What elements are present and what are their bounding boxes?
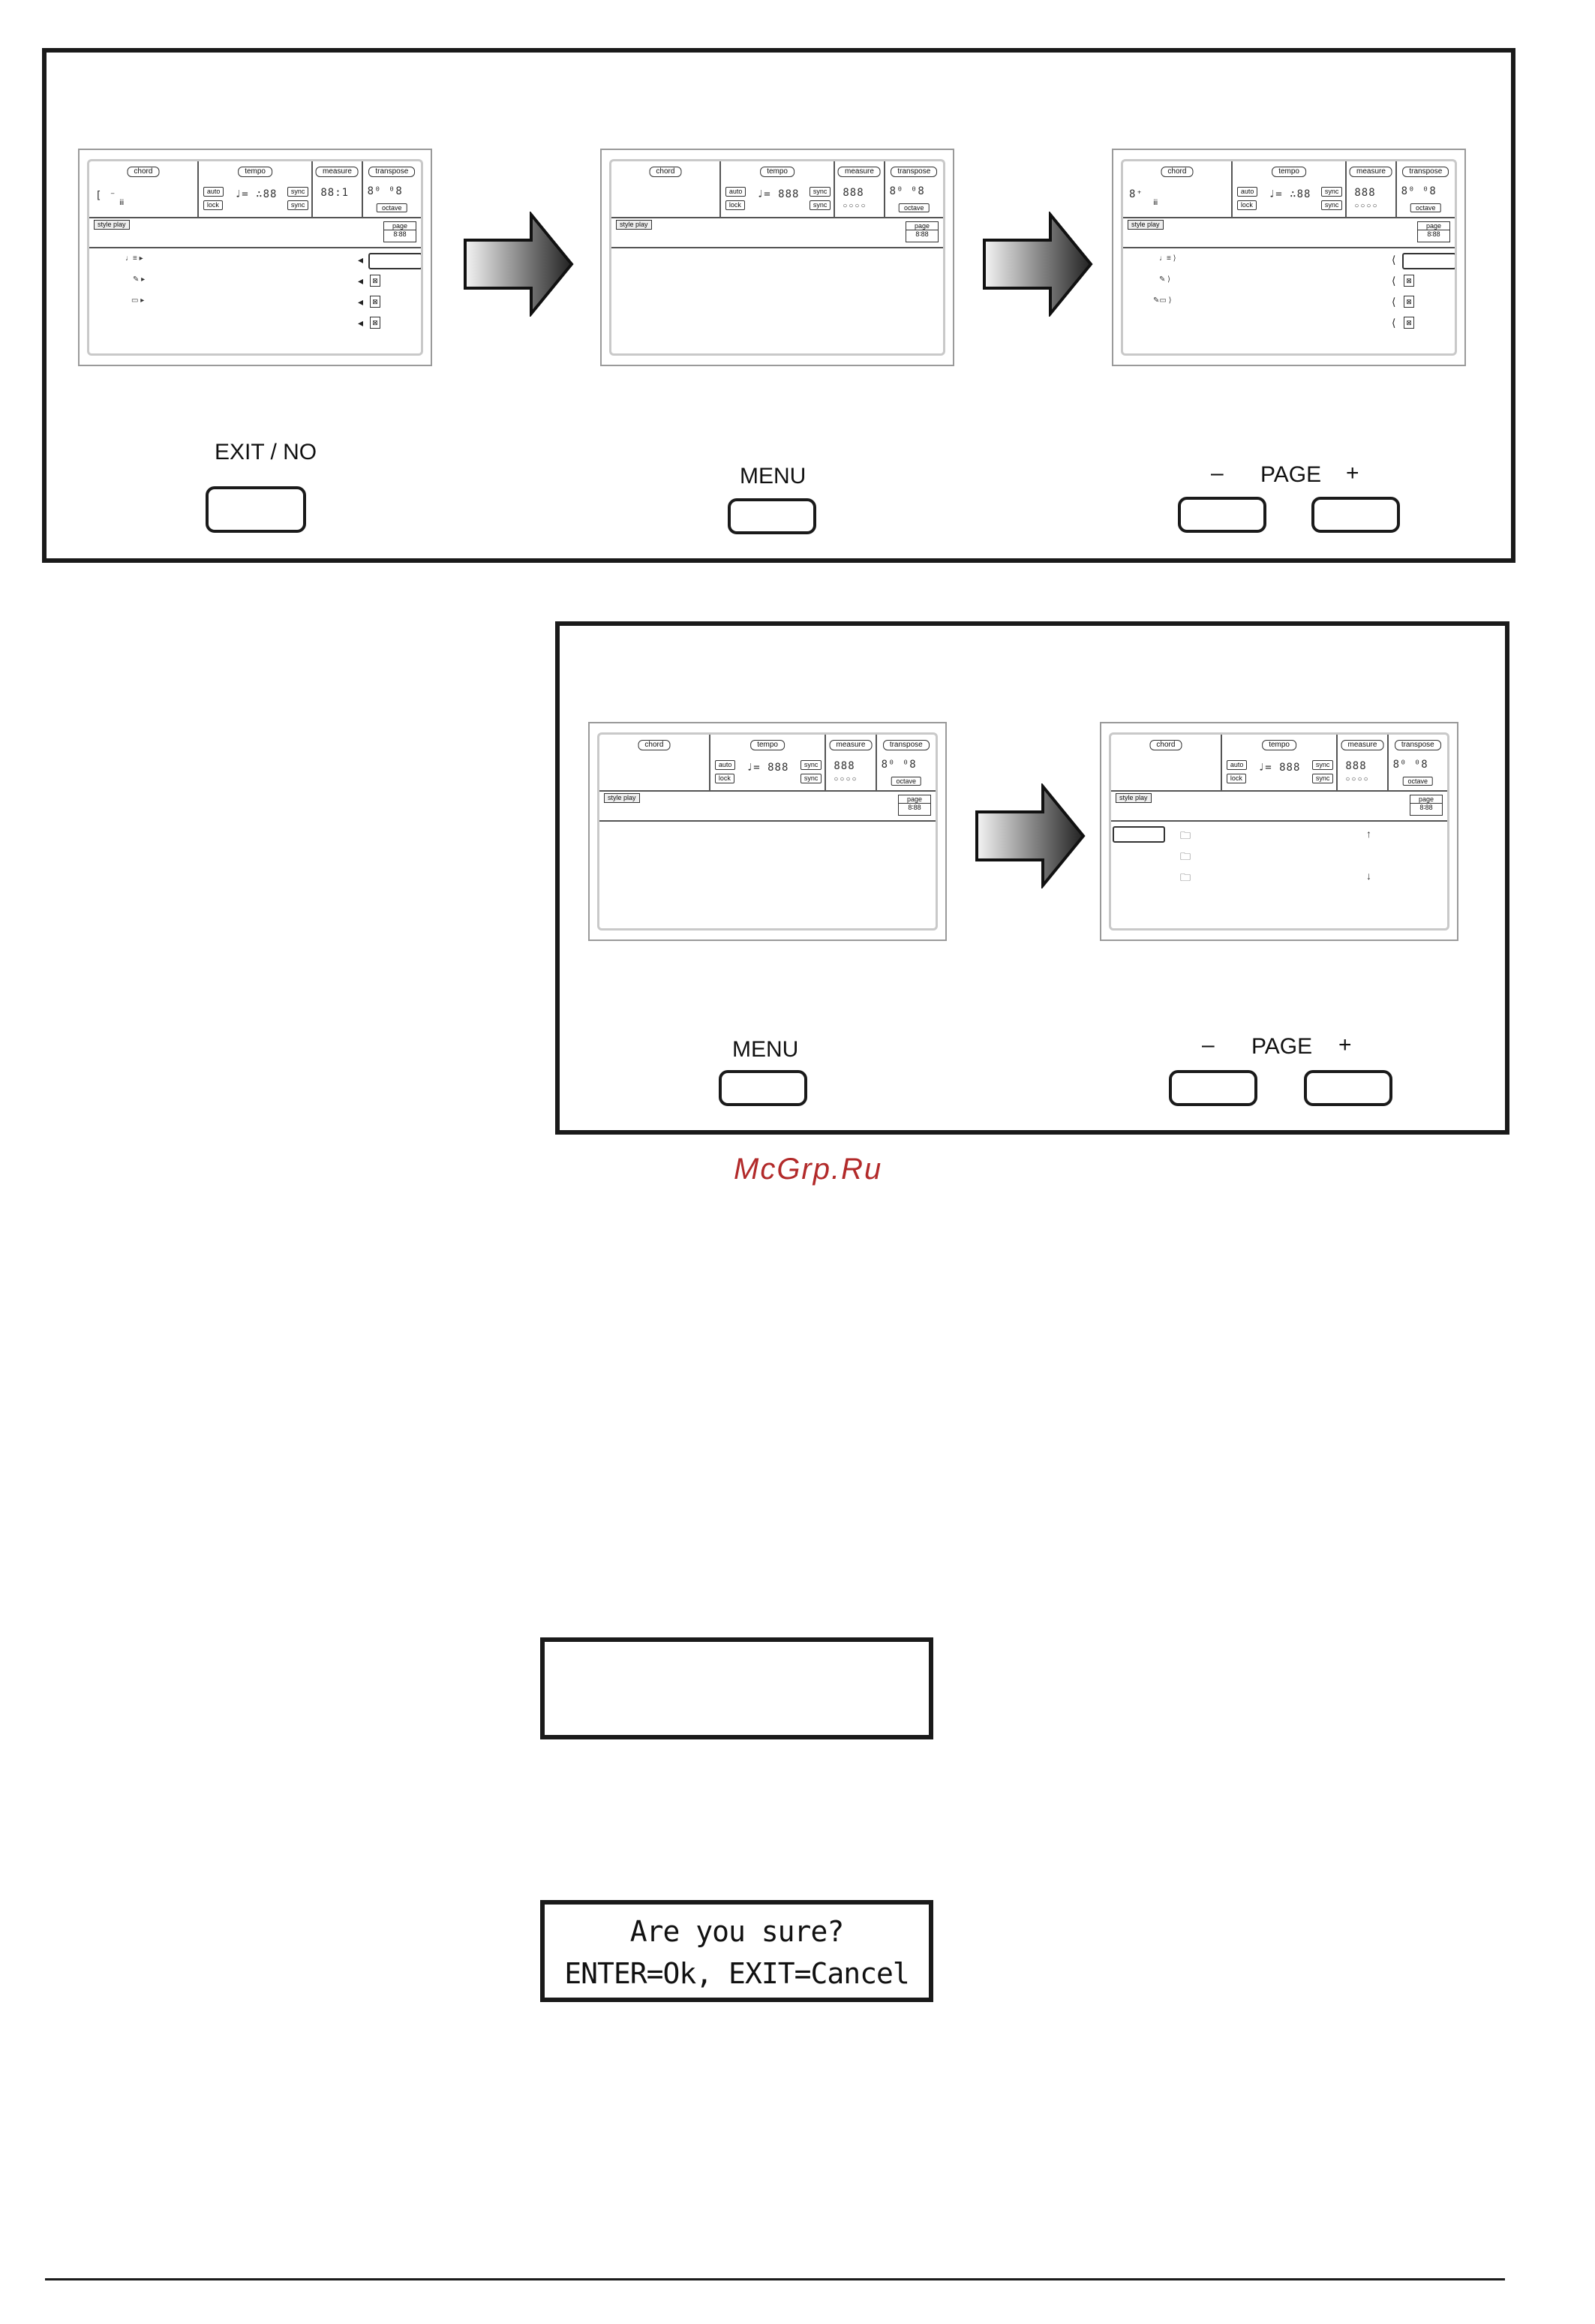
menu-label: MENU bbox=[732, 1037, 799, 1062]
arrow-right-icon bbox=[975, 783, 1086, 888]
page-minus-button[interactable] bbox=[1178, 497, 1266, 533]
lock-pill: lock bbox=[1226, 774, 1246, 783]
sync-pill: sync bbox=[1320, 187, 1343, 197]
sync-pill: sync bbox=[287, 187, 309, 197]
style-play-label: style play bbox=[616, 220, 652, 230]
lock-pill: lock bbox=[1236, 200, 1257, 210]
lcd-screen-2: chord tempo auto lock ♩= 888 sync sync m… bbox=[600, 149, 954, 366]
page-minus-button[interactable] bbox=[1169, 1070, 1257, 1106]
display-line-2: ENTER=Ok, EXIT=Cancel bbox=[564, 1957, 909, 1990]
watermark-text: McGrp.Ru bbox=[734, 1153, 883, 1186]
page-label: PAGE bbox=[1260, 462, 1322, 487]
page-plus-label: + bbox=[1338, 1033, 1352, 1057]
tempo-tag: tempo bbox=[760, 167, 794, 177]
menu-button[interactable] bbox=[719, 1070, 807, 1106]
tempo-tag: tempo bbox=[1272, 167, 1306, 177]
sync-pill: sync bbox=[287, 200, 309, 210]
auto-pill: auto bbox=[203, 187, 224, 197]
transpose-tag: transpose bbox=[882, 740, 930, 750]
style-play-label: style play bbox=[94, 220, 130, 230]
chord-tag: chord bbox=[638, 740, 671, 750]
lcd-screen-3: chord 8⁺ⅲ tempo auto lock ♩= ∴88 sync sy… bbox=[1112, 149, 1466, 366]
transpose-tag: transpose bbox=[368, 167, 416, 177]
footer-divider bbox=[45, 2278, 1505, 2280]
page-plus-label: + bbox=[1346, 461, 1359, 486]
arrow-right-icon bbox=[464, 212, 574, 317]
exit-no-label: EXIT / NO bbox=[215, 440, 317, 464]
measure-tag: measure bbox=[829, 740, 873, 750]
scroll-up-icon: ↑ bbox=[1366, 828, 1371, 840]
lock-pill: lock bbox=[714, 774, 734, 783]
folder-icon: 🗀 bbox=[1180, 829, 1191, 841]
exit-no-button[interactable] bbox=[206, 486, 306, 533]
page-minus-label: – bbox=[1202, 1033, 1215, 1057]
tempo-tag: tempo bbox=[750, 740, 785, 750]
octave-label: octave bbox=[377, 203, 407, 212]
octave-label: octave bbox=[1410, 203, 1441, 212]
chord-tag: chord bbox=[1149, 740, 1182, 750]
scroll-down-icon: ↓ bbox=[1366, 870, 1371, 882]
transpose-tag: transpose bbox=[1402, 167, 1449, 177]
measure-tag: measure bbox=[1341, 740, 1384, 750]
lock-pill: lock bbox=[725, 200, 745, 210]
auto-pill: auto bbox=[1236, 187, 1258, 197]
octave-label: octave bbox=[891, 777, 922, 786]
octave-label: octave bbox=[1402, 777, 1434, 786]
chord-tag: chord bbox=[649, 167, 682, 177]
measure-tag: measure bbox=[316, 167, 359, 177]
lcd-screen-5: chord tempo auto lock ♩= 888 sync sync m… bbox=[1100, 722, 1458, 941]
arrow-right-icon bbox=[983, 212, 1093, 317]
tempo-tag: tempo bbox=[1262, 740, 1296, 750]
lcd-display-empty bbox=[540, 1637, 933, 1739]
auto-pill: auto bbox=[714, 760, 736, 770]
transpose-tag: transpose bbox=[1394, 740, 1441, 750]
sync-pill: sync bbox=[809, 200, 831, 210]
page-plus-button[interactable] bbox=[1304, 1070, 1392, 1106]
sync-pill: sync bbox=[809, 187, 831, 197]
page-plus-button[interactable] bbox=[1311, 497, 1400, 533]
menu-button[interactable] bbox=[728, 498, 816, 534]
chord-tag: chord bbox=[127, 167, 160, 177]
display-line-1: Are you sure? bbox=[629, 1915, 844, 1948]
chord-tag: chord bbox=[1161, 167, 1194, 177]
sync-pill: sync bbox=[800, 760, 822, 770]
folder-icon: 🗀 bbox=[1180, 871, 1191, 883]
sync-pill: sync bbox=[1320, 200, 1343, 210]
auto-pill: auto bbox=[1226, 760, 1248, 770]
page-minus-label: – bbox=[1211, 461, 1224, 486]
tempo-tag: tempo bbox=[238, 167, 272, 177]
page-label: PAGE bbox=[1251, 1034, 1313, 1059]
menu-label: MENU bbox=[740, 464, 807, 489]
measure-tag: measure bbox=[838, 167, 881, 177]
folder-icon: 🗀 bbox=[1180, 850, 1191, 862]
sync-pill: sync bbox=[1311, 760, 1334, 770]
style-play-label: style play bbox=[1116, 793, 1152, 803]
style-play-label: style play bbox=[604, 793, 640, 803]
lcd-display-confirm: Are you sure? ENTER=Ok, EXIT=Cancel bbox=[540, 1900, 933, 2002]
auto-pill: auto bbox=[725, 187, 746, 197]
octave-label: octave bbox=[899, 203, 930, 212]
sync-pill: sync bbox=[1311, 774, 1334, 783]
transpose-tag: transpose bbox=[891, 167, 938, 177]
lcd-screen-1: chord [ ⁻ⅲ tempo auto lock ♩= ∴88 sync s… bbox=[78, 149, 432, 366]
lock-pill: lock bbox=[203, 200, 223, 210]
measure-tag: measure bbox=[1350, 167, 1392, 177]
style-play-label: style play bbox=[1128, 220, 1164, 230]
sync-pill: sync bbox=[800, 774, 822, 783]
lcd-screen-4: chord tempo auto lock ♩= 888 sync sync m… bbox=[588, 722, 947, 941]
